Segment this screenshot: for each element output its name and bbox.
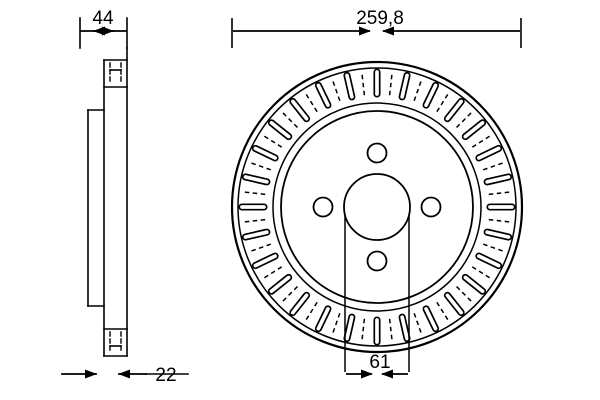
bolt-hole [366, 142, 388, 164]
cooling-vane-slot [475, 144, 503, 162]
side-section-view [61, 17, 189, 379]
cooling-vane-slot [251, 144, 279, 162]
cooling-vane-slot [422, 81, 440, 109]
cooling-vane-hidden-line [486, 218, 510, 223]
dimension-label-disc-thickness: 22 [155, 365, 176, 386]
cooling-vane-hidden-line [282, 284, 300, 302]
friction-ring-section-top [103, 59, 128, 88]
cooling-vane-slot [373, 68, 381, 98]
cooling-vane-hidden-line [388, 74, 393, 98]
cooling-vane-hidden-line [469, 135, 491, 150]
cooling-vane-hidden-line [454, 284, 472, 302]
hub-plate-circle [280, 110, 474, 304]
cooling-vane-slot [314, 305, 332, 333]
cooling-vane-slot [483, 173, 513, 186]
cooling-vane-slot [373, 316, 381, 346]
cooling-vane-hidden-line [263, 264, 285, 279]
cooling-vane-hidden-line [388, 316, 393, 340]
cooling-vane-slot [241, 228, 271, 241]
cooling-vane-hidden-line [412, 310, 422, 333]
vane-ring-inner-edge [272, 102, 482, 312]
cooling-vane-hidden-line [244, 191, 268, 196]
front-face-view [230, 18, 524, 379]
cooling-vane-hidden-line [263, 135, 285, 150]
vane-ring-outer-edge [237, 67, 517, 347]
cooling-vane-slot [343, 71, 356, 101]
cooling-vane-slot [486, 203, 516, 211]
center-bore-circle [343, 173, 411, 241]
cooling-vane-slot [251, 252, 279, 270]
cooling-vane-hidden-line [361, 74, 366, 98]
cooling-vane-ring [238, 68, 516, 346]
cooling-vane-slot [398, 313, 411, 343]
cooling-vane-slot [238, 203, 268, 211]
dimension-label-center-bore: 61 [369, 352, 390, 373]
cooling-vane-slot [475, 252, 503, 270]
cooling-vane-hidden-line [251, 242, 274, 252]
cooling-vane-slot [267, 273, 293, 295]
cooling-vane-hidden-line [434, 93, 449, 115]
dimension-labels: 44 22 259,8 61 [92, 8, 403, 386]
cooling-vane-hidden-line [305, 299, 320, 321]
cooling-vane-hidden-line [305, 93, 320, 115]
disc-outer-rim [230, 60, 524, 354]
dimension-label-outer-diameter: 259,8 [356, 8, 404, 29]
cooling-vane-slot [398, 71, 411, 101]
bolt-hole [420, 196, 442, 218]
cooling-vane-hidden-line [412, 81, 422, 104]
cooling-vane-slot [443, 291, 465, 317]
cooling-vane-hidden-line [469, 264, 491, 279]
cooling-vane-hidden-line [251, 162, 274, 172]
cooling-vane-hidden-line [332, 81, 342, 104]
cooling-vane-hidden-line [282, 112, 300, 130]
cooling-vane-slot [461, 273, 487, 295]
cooling-vane-slot [461, 119, 487, 141]
cooling-vane-slot [483, 228, 513, 241]
cooling-vane-slot [289, 291, 311, 317]
bolt-hole-pattern [312, 142, 442, 272]
cooling-vane-hidden-line [244, 218, 268, 223]
friction-ring-section-bottom [103, 328, 128, 357]
cooling-vane-hidden-line [434, 299, 449, 321]
cooling-vane-slot [289, 97, 311, 123]
cooling-vane-hidden-line [480, 162, 503, 172]
cooling-vane-slot [314, 81, 332, 109]
bolt-hole [366, 250, 388, 272]
cooling-vane-slot [267, 119, 293, 141]
dimension-label-overall-width: 44 [92, 8, 114, 29]
bolt-hole [312, 196, 334, 218]
cooling-vane-hidden-line [454, 112, 472, 130]
cooling-vane-slot [443, 97, 465, 123]
cooling-vane-hidden-line [361, 316, 366, 340]
cooling-vane-hidden-line [486, 191, 510, 196]
cooling-vane-slot [241, 173, 271, 186]
cooling-vane-hidden-line [480, 242, 503, 252]
cooling-vane-slot [422, 305, 440, 333]
cooling-vane-hidden-line [332, 310, 342, 333]
